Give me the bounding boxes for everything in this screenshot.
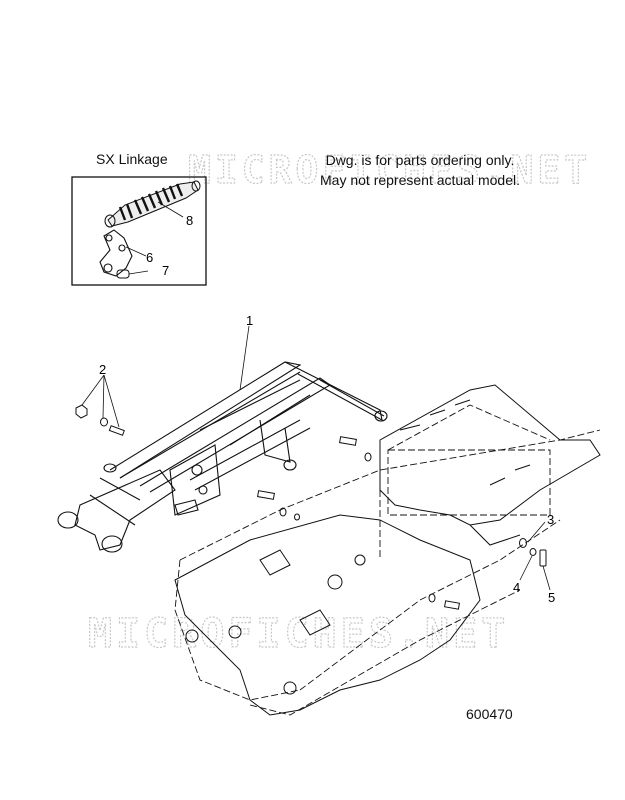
inset-title: SX Linkage bbox=[96, 151, 168, 167]
tunnel-plate-drawing bbox=[379, 384, 601, 546]
inset-callout-6: 6 bbox=[146, 250, 153, 265]
callout-1: 1 bbox=[246, 313, 253, 328]
disclaimer-line-2: May not represent actual model. bbox=[320, 172, 520, 188]
frame-bolts bbox=[257, 436, 547, 610]
inset-leader-lines bbox=[125, 201, 184, 275]
callout-2: 2 bbox=[99, 362, 106, 377]
side-rail-drawing bbox=[174, 514, 481, 716]
linkage-arm-drawing bbox=[99, 229, 133, 277]
watermark-top: MICROFICHES.NET bbox=[188, 148, 591, 192]
suspension-frame-drawing bbox=[57, 361, 388, 553]
disclaimer-note: Dwg. is for parts ordering only. May not… bbox=[300, 150, 540, 190]
figure-number: 600470 bbox=[466, 706, 513, 722]
callout-3: 3 bbox=[547, 512, 554, 527]
watermark-bottom: MICROFICHES.NET bbox=[88, 611, 509, 657]
disclaimer-line-1: Dwg. is for parts ordering only. bbox=[325, 152, 515, 168]
inset-frame bbox=[71, 176, 207, 286]
callout-5: 5 bbox=[548, 590, 555, 605]
callout-4: 4 bbox=[513, 580, 520, 595]
inset-callout-8: 8 bbox=[186, 213, 193, 228]
chassis-outline-dashed bbox=[174, 404, 601, 716]
shock-absorber-drawing bbox=[104, 180, 201, 228]
inset-callout-7: 7 bbox=[162, 263, 169, 278]
callout-leader-lines bbox=[81, 325, 551, 591]
